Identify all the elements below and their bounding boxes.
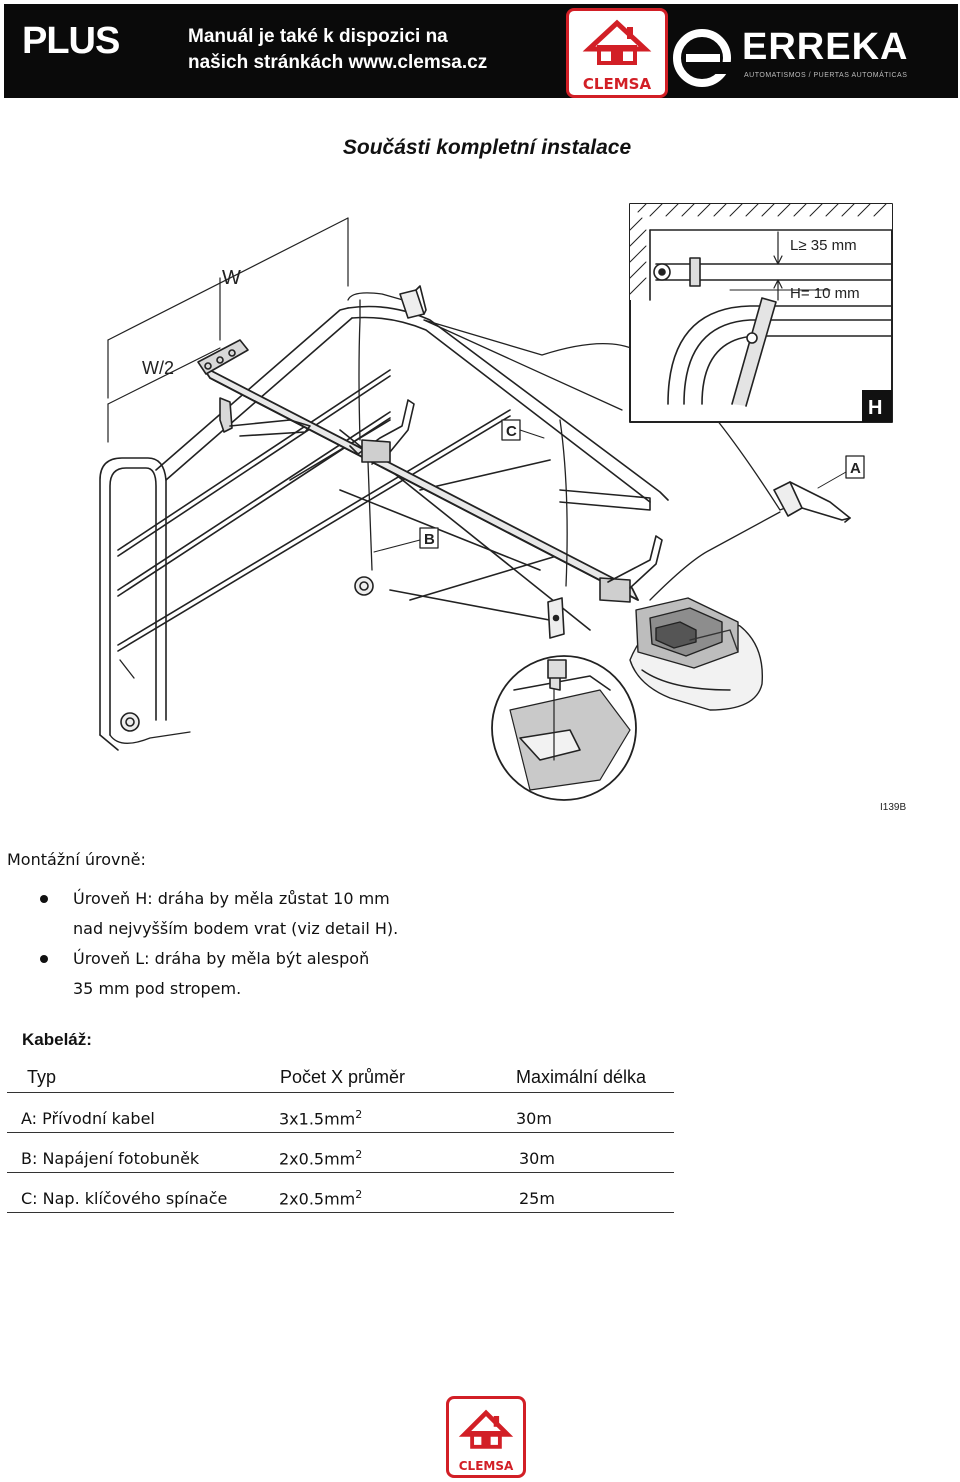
mounting-heading: Montážní úrovně: (7, 850, 146, 869)
list-item: Úroveň H: dráha by měla zůstat 10 mm nad… (40, 884, 460, 944)
column-count: Počet X průměr (278, 1055, 515, 1093)
label-l-dimension: L≥ 35 mm (790, 237, 857, 254)
ceiling-hangers (349, 399, 663, 603)
table-row: A: Přívodní kabel 3x1.5mm2 30m (7, 1092, 674, 1133)
screw-detail-circle (491, 655, 637, 801)
page-title: Součásti kompletní instalace (342, 136, 632, 159)
header-banner: PLUS Manuál je také k dispozici na našic… (4, 4, 958, 98)
svg-text:C: C (506, 423, 517, 440)
house-icon (582, 19, 652, 65)
clemsa-logo: CLEMSA (566, 8, 668, 98)
table-row: B: Napájení fotobuněk 2x0.5mm2 30m (7, 1132, 674, 1173)
column-length: Maximální délka (515, 1055, 674, 1093)
cabling-table: Typ Počet X průměr Maximální délka A: Př… (7, 1055, 674, 1213)
wall-bracket (197, 339, 311, 437)
label-w: W (222, 267, 241, 289)
table-header-row: Typ Počet X průměr Maximální délka (7, 1055, 674, 1093)
wall-socket (773, 481, 851, 523)
table-row: C: Nap. klíčového spínače 2x0.5mm2 25m (7, 1172, 674, 1213)
photocell (120, 576, 374, 732)
mounting-levels-list: Úroveň H: dráha by měla zůstat 10 mm nad… (40, 884, 460, 1004)
track-rail (201, 365, 639, 601)
figure-code: I139B (880, 802, 906, 813)
detail-h-box: H L≥ 35 mm H= 10 mm (629, 203, 893, 423)
motor-unit (629, 597, 764, 711)
key-switch-box (399, 285, 427, 319)
callout-a: A (817, 455, 865, 489)
house-icon (458, 1409, 514, 1449)
callout-c: C (501, 419, 545, 441)
installation-diagram: W W/2 C B A (99, 203, 906, 813)
label-h-dimension: H= 10 mm (790, 285, 860, 302)
callout-b: B (373, 527, 439, 553)
erreka-e-icon (673, 29, 732, 87)
dimension-w (107, 217, 349, 443)
label-h: H (868, 397, 882, 419)
column-type: Typ (7, 1055, 278, 1093)
list-item: Úroveň L: dráha by měla být alespoň 35 m… (40, 944, 460, 1004)
cabling-heading: Kabeláž: (22, 1030, 92, 1049)
footer-clemsa-logo: CLEMSA (446, 1396, 526, 1478)
svg-text:A: A (850, 460, 861, 477)
manual-notice: Manuál je také k dispozici na našich str… (188, 26, 488, 73)
brand-name: PLUS (22, 20, 120, 62)
label-w-half: W/2 (142, 358, 174, 378)
ceiling-hatch (629, 203, 887, 295)
svg-text:B: B (424, 531, 435, 548)
erreka-logo: ERREKA AUTOMATISMOS / PUERTAS AUTOMÁTICA… (672, 22, 960, 92)
wall-push-button (547, 597, 565, 639)
